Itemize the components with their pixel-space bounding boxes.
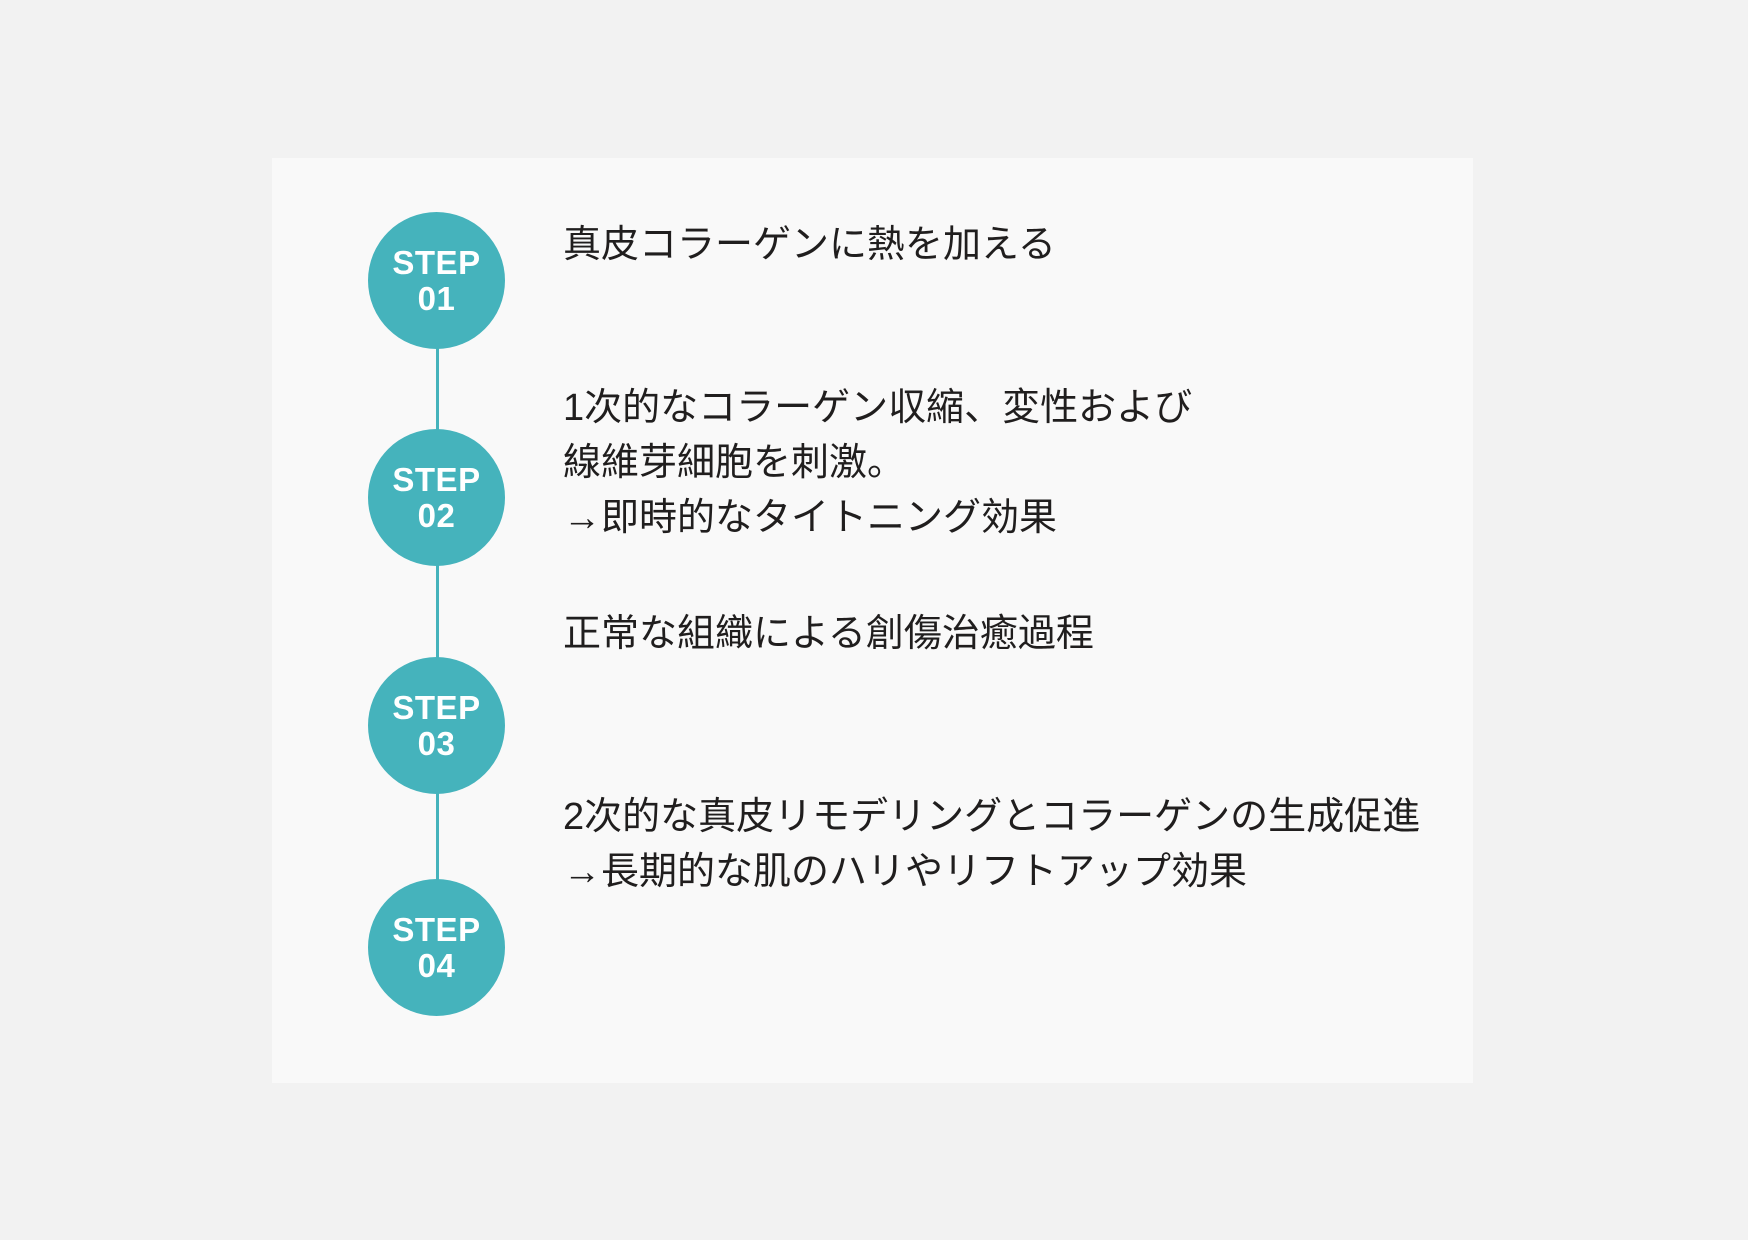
step-description-03: 正常な組織による創傷治癒過程 xyxy=(563,607,1094,662)
step-description-02-line-2: 線維芽細胞を刺激。 xyxy=(563,442,906,484)
step-badge-number-03: 03 xyxy=(417,724,456,762)
step-connector-1-2 xyxy=(436,346,439,430)
step-badge-01: STEP 01 xyxy=(368,212,505,349)
step-description-02-line-1: 1次的なコラーゲン収縮、変性および xyxy=(563,387,1193,429)
step-badge-number-02: 02 xyxy=(417,496,456,534)
step-badge-label-02: STEP xyxy=(392,460,481,498)
step-description-02-line-3: →即時的なタイトニング効果 xyxy=(563,497,1058,539)
step-connector-2-3 xyxy=(436,563,439,659)
step-badge-label-03: STEP xyxy=(392,688,481,726)
step-badge-04: STEP 04 xyxy=(368,879,505,1016)
step-badge-number-01: 01 xyxy=(417,279,456,317)
step-badge-label-01: STEP xyxy=(392,243,481,281)
step-description-01: 真皮コラーゲンに熱を加える xyxy=(563,218,1056,273)
step-badge-02: STEP 02 xyxy=(368,429,505,566)
step-description-04: 2次的な真皮リモデリングとコラーゲンの生成促進 →長期的な肌のハリやリフトアップ… xyxy=(563,790,1420,900)
step-description-01-line-1: 真皮コラーゲンに熱を加える xyxy=(563,224,1056,266)
step-badge-03: STEP 03 xyxy=(368,657,505,794)
step-description-02: 1次的なコラーゲン収縮、変性および 線維芽細胞を刺激。 →即時的なタイトニング効… xyxy=(563,381,1192,546)
step-badge-label-04: STEP xyxy=(392,910,481,948)
step-connector-3-4 xyxy=(436,791,439,881)
step-description-04-line-2: →長期的な肌のハリやリフトアップ効果 xyxy=(563,851,1248,893)
step-badge-number-04: 04 xyxy=(417,946,456,984)
step-description-03-line-1: 正常な組織による創傷治癒過程 xyxy=(563,613,1094,655)
step-description-04-line-1: 2次的な真皮リモデリングとコラーゲンの生成促進 xyxy=(563,796,1421,838)
